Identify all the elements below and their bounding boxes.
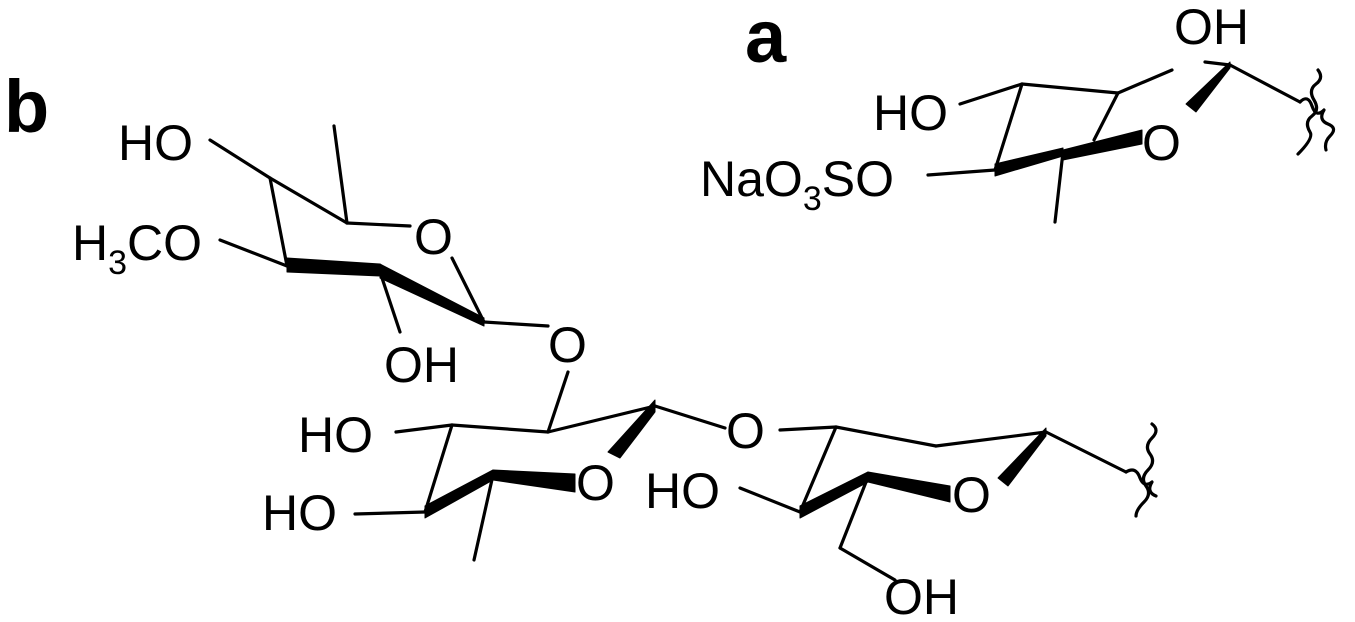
b-middle-ho-upper: HO	[298, 407, 373, 463]
b-glycosidic-o-1: O	[548, 317, 587, 373]
panel-label-a: a	[745, 0, 787, 78]
b-methoxy-group: H3CO	[72, 215, 202, 282]
a-sulfate-group: NaO3SO	[700, 151, 894, 218]
a-oh-top: OH	[1174, 0, 1249, 55]
b-glycosidic-o-2: O	[726, 403, 765, 459]
structure-a: OH HO O NaO3SO	[700, 0, 1336, 224]
b-middle-ring-o: O	[576, 455, 615, 511]
a-ho-left: HO	[873, 85, 948, 141]
a-ring-o: O	[1142, 115, 1181, 171]
b-right-ring-o: O	[952, 467, 991, 523]
b-top-ring-o: O	[414, 209, 453, 265]
b-middle-ho-lower: HO	[262, 485, 337, 541]
structure-b: HO H3CO O OH O O HO HO O HO O OH	[72, 115, 1158, 622]
b-right-oh: OH	[884, 569, 959, 622]
b-top-ho: HO	[118, 115, 193, 171]
panel-label-b: b	[4, 65, 49, 148]
b-right-ho: HO	[645, 463, 720, 519]
b-top-oh: OH	[384, 337, 459, 393]
